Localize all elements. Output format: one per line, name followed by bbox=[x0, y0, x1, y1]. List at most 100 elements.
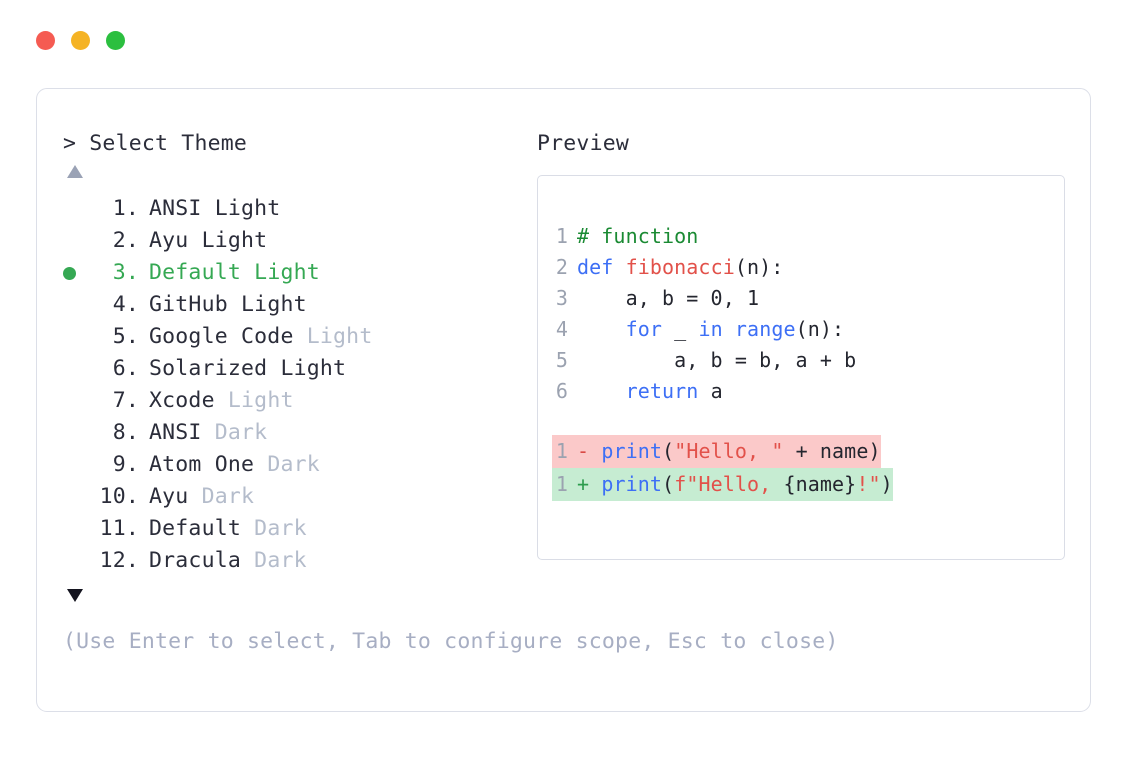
theme-list-item[interactable]: 9.Atom One Dark bbox=[63, 449, 523, 481]
theme-list-item[interactable]: 10.Ayu Dark bbox=[63, 481, 523, 513]
minimize-window-button[interactable] bbox=[71, 31, 90, 50]
diff-line-content: 1- print("Hello, " + name) bbox=[552, 435, 881, 468]
theme-item-number: 2. bbox=[112, 228, 139, 253]
maximize-window-button[interactable] bbox=[106, 31, 125, 50]
theme-item-name: Ayu Dark bbox=[139, 481, 254, 513]
code-token: # function bbox=[577, 224, 699, 248]
theme-item-number: 10. bbox=[99, 484, 139, 509]
theme-item-variant: Light bbox=[214, 196, 281, 221]
line-number: 4 bbox=[555, 317, 568, 341]
code-token: a, b = b, a + b bbox=[577, 348, 857, 372]
theme-item-name: Atom One Dark bbox=[139, 449, 320, 481]
code-token: !" bbox=[856, 472, 881, 496]
theme-list-item[interactable]: 12.Dracula Dark bbox=[63, 545, 523, 577]
line-number: 5 bbox=[555, 348, 568, 372]
theme-item-number: 9. bbox=[112, 452, 139, 477]
theme-item-basename: GitHub bbox=[149, 292, 228, 317]
selection-bullet-slot bbox=[63, 545, 93, 577]
theme-item-variant: Dark bbox=[214, 420, 268, 445]
theme-item-name: Default Dark bbox=[139, 513, 307, 545]
code-token: "Hello, " bbox=[674, 439, 784, 463]
selection-bullet-slot bbox=[63, 257, 93, 289]
selection-bullet-slot bbox=[63, 193, 93, 225]
theme-item-number: 3. bbox=[112, 260, 139, 285]
theme-item-basename: Atom One bbox=[149, 452, 255, 477]
theme-item-basename: Ayu bbox=[149, 228, 189, 253]
line-number: 1 bbox=[555, 224, 568, 248]
selection-bullet-slot bbox=[63, 225, 93, 257]
diff-line-del: 1- print("Hello, " + name) bbox=[538, 435, 1060, 468]
theme-item-name: ANSI Dark bbox=[139, 417, 267, 449]
theme-item-name: Solarized Light bbox=[139, 353, 346, 385]
theme-item-basename: Xcode bbox=[149, 388, 215, 413]
theme-item-number: 5. bbox=[112, 324, 139, 349]
code-token: ( bbox=[662, 439, 675, 463]
theme-item-number: 7. bbox=[112, 388, 139, 413]
theme-item-basename: Dracula bbox=[149, 548, 242, 573]
theme-item-basename: Default bbox=[149, 516, 242, 541]
theme-list-item[interactable]: 1.ANSI Light bbox=[63, 193, 523, 225]
line-number: 1 bbox=[555, 439, 568, 463]
theme-item-name: Xcode Light bbox=[139, 385, 294, 417]
theme-item-name: Google Code Light bbox=[139, 321, 372, 353]
diff-sign: + bbox=[577, 472, 590, 496]
diff-sign: - bbox=[577, 439, 590, 463]
code-token: in bbox=[698, 317, 723, 341]
code-line: 1 # function bbox=[552, 221, 1060, 252]
theme-item-name: ANSI Light bbox=[139, 193, 280, 225]
code-token: {name} bbox=[783, 472, 857, 496]
scroll-down-indicator[interactable] bbox=[63, 583, 523, 611]
code-token: fibonacci bbox=[625, 255, 735, 279]
theme-item-variant: Light bbox=[280, 356, 347, 381]
theme-list-item[interactable]: 3.Default Light bbox=[63, 257, 523, 289]
selection-bullet-slot bbox=[63, 417, 93, 449]
theme-item-variant: Dark bbox=[267, 452, 320, 477]
close-window-button[interactable] bbox=[36, 31, 55, 50]
selection-bullet-slot bbox=[63, 353, 93, 385]
theme-list-item[interactable]: 8.ANSI Dark bbox=[63, 417, 523, 449]
code-token: def bbox=[577, 255, 626, 279]
preview-label: Preview bbox=[537, 131, 630, 156]
code-token bbox=[577, 317, 626, 341]
scroll-up-indicator[interactable] bbox=[63, 159, 523, 187]
code-token: (n): bbox=[795, 317, 845, 341]
select-theme-prompt: > Select Theme bbox=[63, 131, 248, 156]
theme-list-item[interactable]: 7.Xcode Light bbox=[63, 385, 523, 417]
selection-bullet-slot bbox=[63, 321, 93, 353]
theme-item-variant: Light bbox=[254, 260, 320, 285]
theme-item-name: Default Light bbox=[139, 257, 320, 289]
code-token: ( bbox=[662, 472, 675, 496]
code-token: print bbox=[601, 439, 663, 463]
theme-item-variant: Light bbox=[306, 324, 373, 349]
code-token: + name) bbox=[783, 439, 881, 463]
theme-item-basename: Google Code bbox=[149, 324, 294, 349]
theme-item-basename: Solarized bbox=[149, 356, 268, 381]
theme-list-item[interactable]: 4.GitHub Light bbox=[63, 289, 523, 321]
theme-list-item[interactable]: 5.Google Code Light bbox=[63, 321, 523, 353]
keyboard-hint: (Use Enter to select, Tab to configure s… bbox=[63, 629, 839, 654]
code-token: for bbox=[625, 317, 663, 341]
theme-item-number: 4. bbox=[112, 292, 139, 317]
selected-bullet-icon bbox=[63, 266, 76, 280]
theme-item-basename: Default bbox=[149, 260, 242, 285]
theme-item-basename: ANSI bbox=[149, 420, 202, 445]
selection-bullet-slot bbox=[63, 513, 93, 545]
code-line: 6 return a bbox=[552, 376, 1060, 407]
theme-item-name: Dracula Dark bbox=[139, 545, 307, 577]
theme-list-item[interactable]: 11.Default Dark bbox=[63, 513, 523, 545]
theme-item-name: Ayu Light bbox=[139, 225, 267, 257]
theme-item-variant: Light bbox=[227, 388, 294, 413]
theme-item-basename: Ayu bbox=[149, 484, 189, 509]
code-token: ) bbox=[880, 472, 893, 496]
theme-list-item[interactable]: 2.Ayu Light bbox=[63, 225, 523, 257]
theme-list-item[interactable]: 6.Solarized Light bbox=[63, 353, 523, 385]
triangle-up-icon bbox=[67, 165, 83, 178]
code-token: print bbox=[601, 472, 663, 496]
code-token: range bbox=[734, 317, 796, 341]
